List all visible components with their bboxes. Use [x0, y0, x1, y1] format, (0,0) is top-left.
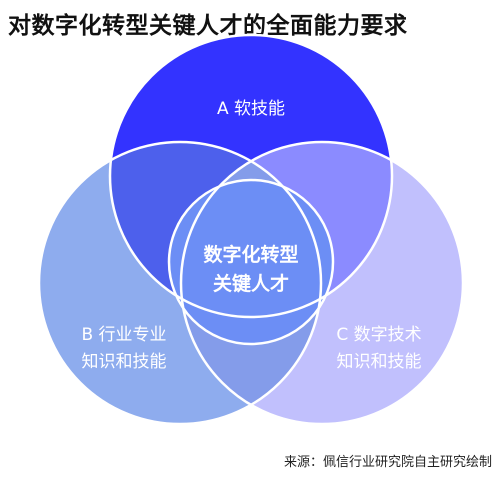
- source-note: 来源：佩信行业研究院自主研究绘制: [283, 455, 492, 470]
- label-b-line1: B 行业专业: [81, 325, 166, 345]
- label-c-line1: C 数字技术: [336, 325, 421, 345]
- outline-c: [179, 140, 465, 426]
- label-c-line2: 知识和技能: [337, 352, 422, 372]
- center-circle: [169, 180, 333, 344]
- outline-center: [167, 178, 335, 346]
- label-a: A 软技能: [217, 99, 285, 119]
- center-label-line1: 数字化转型: [203, 243, 298, 266]
- venn-outlines: [37, 33, 465, 426]
- label-b-line2: 知识和技能: [82, 352, 167, 372]
- outline-a: [108, 33, 394, 319]
- diagram-title: 对数字化转型关键人才的全面能力要求: [8, 13, 408, 39]
- center-label-line2: 关键人才: [213, 272, 289, 295]
- outline-b: [37, 140, 323, 426]
